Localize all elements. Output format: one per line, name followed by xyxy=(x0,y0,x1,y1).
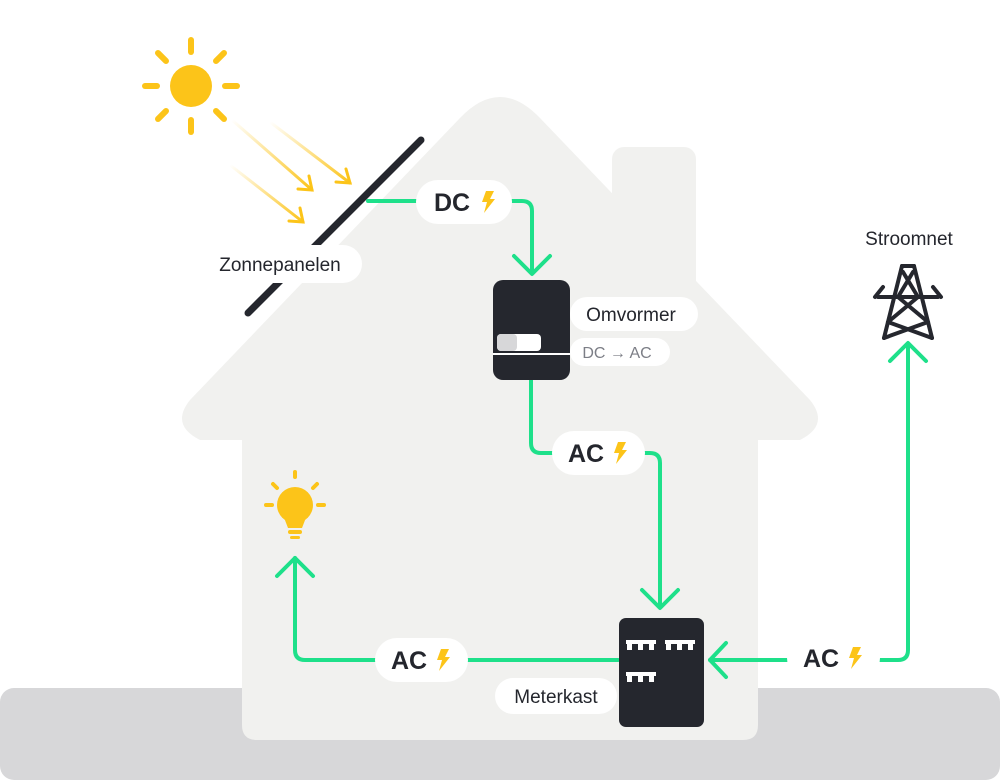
solar-panel xyxy=(244,136,425,317)
grid-label-pill: Stroomnet xyxy=(848,220,970,256)
meter-box-device xyxy=(619,618,704,727)
ac-current-badge-lamp: AC xyxy=(375,638,468,682)
sun-ray-arrowheads xyxy=(287,167,353,224)
ac-badge-lamp-label: AC xyxy=(391,647,427,675)
meter-box-label-pill: Meterkast xyxy=(495,678,617,714)
sun-rays xyxy=(228,118,352,224)
dc-current-badge: DC xyxy=(416,180,512,224)
ac-badge-inverter-label: AC xyxy=(568,440,604,468)
solar-panels-label-pill: Zonnepanelen xyxy=(199,245,362,283)
inverter-label: Omvormer xyxy=(586,305,676,326)
inverter-conversion-pill: DC → AC xyxy=(570,338,670,366)
ac-current-badge-inverter: AC xyxy=(552,431,645,475)
inverter-device xyxy=(493,280,570,380)
grid-label: Stroomnet xyxy=(865,229,953,250)
power-pylon-icon xyxy=(873,264,943,340)
ac-badge-grid-label: AC xyxy=(803,645,839,673)
inverter-label-pill: Omvormer xyxy=(570,297,698,331)
sun-icon xyxy=(142,37,240,135)
solar-panels-label: Zonnepanelen xyxy=(219,255,341,276)
dc-badge-label: DC xyxy=(434,189,470,217)
light-bulb-icon xyxy=(264,470,326,539)
inverter-conversion-label: DC → AC xyxy=(582,345,651,362)
meter-box-label: Meterkast xyxy=(514,687,598,708)
ac-current-badge-grid: AC xyxy=(787,636,880,680)
